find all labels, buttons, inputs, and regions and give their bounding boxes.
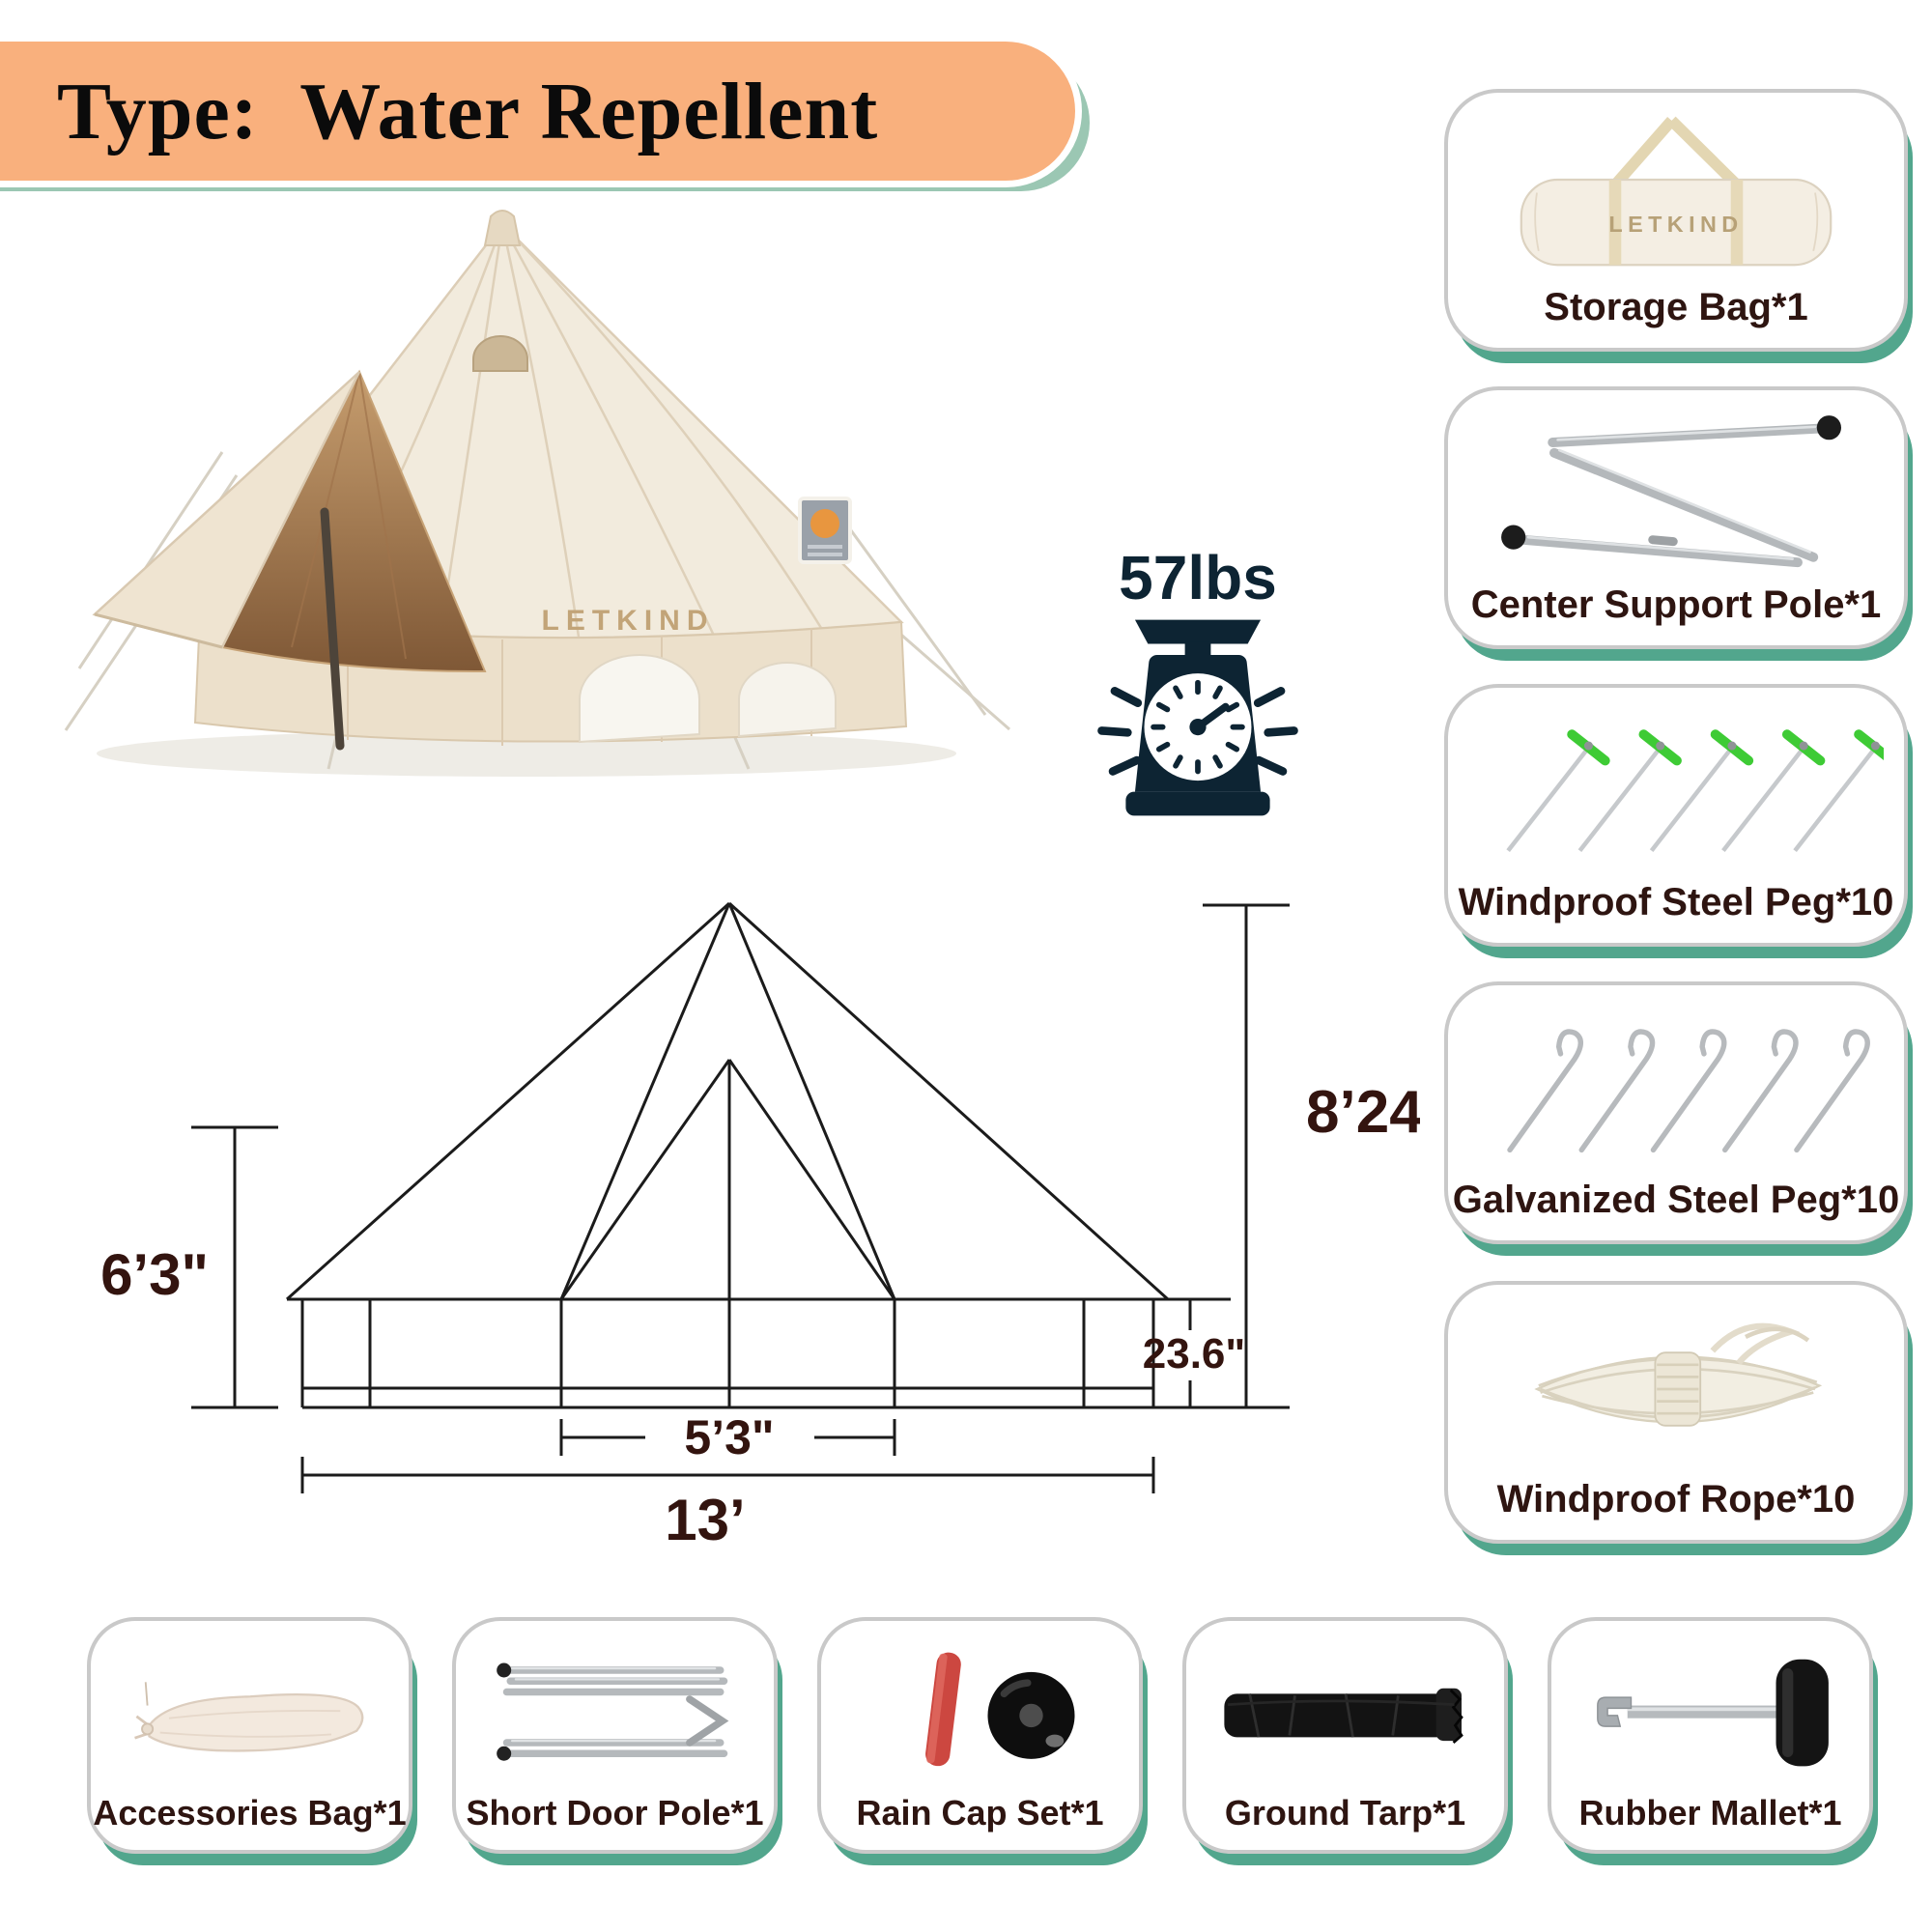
- page-title: Type: Water Repellent: [57, 66, 879, 156]
- accessories-bag-icon: [110, 1631, 390, 1796]
- accessory-label: Storage Bag*1: [1544, 286, 1808, 328]
- wall-window: [738, 662, 837, 738]
- open-door-interior: [220, 369, 487, 673]
- awning-pole: [320, 507, 345, 751]
- tent-dimension-drawing: 6’3" 8’24" 23.6" 5’3" 13’: [100, 901, 1451, 1552]
- svg-text:LETKIND: LETKIND: [1608, 212, 1743, 237]
- card-storage-bag: LETKIND Storage Bag*1: [1444, 89, 1908, 352]
- windproof-rope-icon: [1468, 1298, 1884, 1480]
- tent-brand-logo: LETKIND: [542, 605, 715, 637]
- windproof-steel-peg-icon: [1468, 701, 1884, 883]
- card-center-support-pole: Center Support Pole*1: [1444, 386, 1908, 649]
- rubber-mallet-icon: [1571, 1631, 1851, 1796]
- center-support-pole-icon: [1468, 404, 1884, 585]
- dimension-diagram: 6’3" 8’24" 23.6" 5’3" 13’: [87, 850, 1451, 1552]
- dim-total-height: 8’24": [1306, 1079, 1420, 1146]
- wall-window: [579, 654, 700, 744]
- accessory-label: Accessories Bag*1: [93, 1793, 407, 1833]
- accessory-label: Galvanized Steel Peg*10: [1452, 1179, 1900, 1221]
- card-ground-tarp: Ground Tarp*1: [1182, 1617, 1508, 1854]
- rain-cap-set-icon: [840, 1631, 1121, 1796]
- bell-tent-illustration: LETKIND: [64, 210, 1010, 777]
- accessory-label: Windproof Steel Peg*10: [1458, 881, 1894, 923]
- dim-diameter: 13’: [665, 1488, 745, 1546]
- ground-tarp-icon: [1206, 1631, 1486, 1796]
- card-short-door-pole: Short Door Pole*1: [452, 1617, 778, 1854]
- scale-icon: [1097, 619, 1298, 816]
- title-banner: Type: Water Repellent: [0, 35, 1082, 187]
- card-accessories-bag: Accessories Bag*1: [87, 1617, 412, 1854]
- weight-spec: 57lbs: [1058, 547, 1338, 830]
- accessory-label: Rain Cap Set*1: [856, 1793, 1104, 1833]
- accessory-label: Windproof Rope*10: [1496, 1478, 1856, 1520]
- short-door-pole-icon: [475, 1631, 755, 1796]
- card-rain-cap-set: Rain Cap Set*1: [817, 1617, 1143, 1854]
- roof-vent: [472, 335, 528, 372]
- dim-door-width: 5’3": [684, 1410, 774, 1464]
- card-windproof-rope: Windproof Rope*10: [1444, 1281, 1908, 1544]
- tent-outline: [285, 901, 1170, 1409]
- accessory-label: Ground Tarp*1: [1224, 1793, 1466, 1833]
- card-galvanized-steel-peg: Galvanized Steel Peg*10: [1444, 981, 1908, 1244]
- weight-value: 57lbs: [1119, 543, 1277, 612]
- card-windproof-steel-peg: Windproof Steel Peg*10: [1444, 684, 1908, 947]
- dimension-lines: [191, 903, 1290, 1493]
- storage-bag-icon: LETKIND: [1468, 106, 1884, 288]
- accessory-label: Short Door Pole*1: [466, 1793, 764, 1833]
- tent-label-patch: [798, 497, 852, 564]
- dim-side-height: 6’3": [100, 1242, 209, 1307]
- card-rubber-mallet: Rubber Mallet*1: [1548, 1617, 1873, 1854]
- galvanized-steel-peg-icon: [1468, 999, 1884, 1180]
- accessory-label: Center Support Pole*1: [1470, 583, 1882, 626]
- dim-wall-height: 23.6": [1143, 1330, 1246, 1378]
- accessory-label: Rubber Mallet*1: [1578, 1793, 1842, 1833]
- tent-photo: LETKIND: [39, 193, 1024, 792]
